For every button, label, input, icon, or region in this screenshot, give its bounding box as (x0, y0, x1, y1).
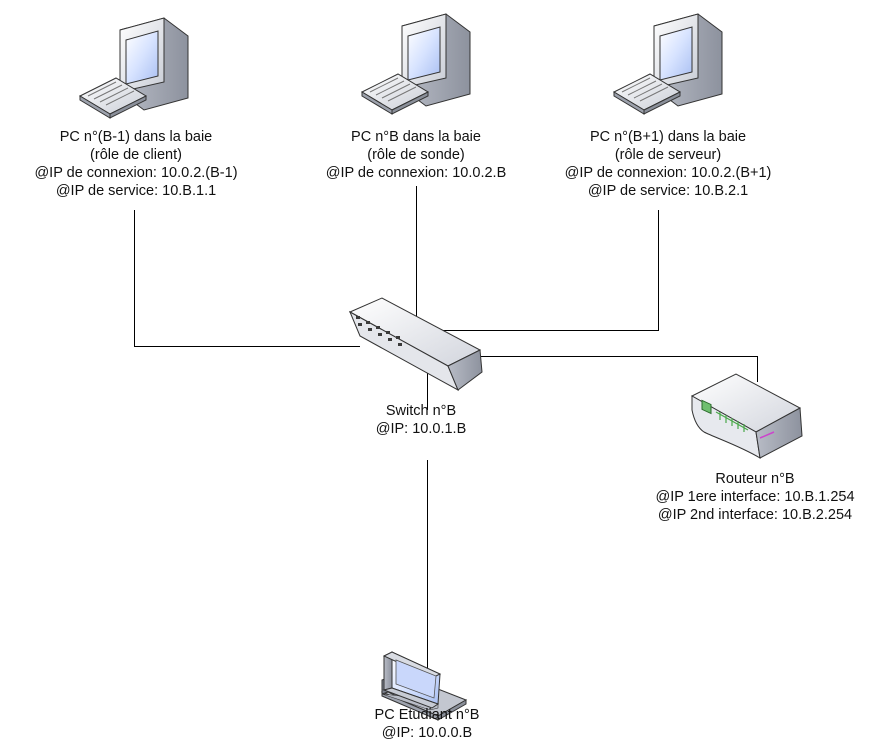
pc-student-label: PC Etudiant n°B @IP: 10.0.0.B (375, 706, 480, 742)
label-line: @IP: 10.0.1.B (375, 421, 467, 437)
pc-probe-icon (360, 13, 471, 115)
label-line: @IP 2nd interface: 10.B.2.254 (657, 507, 853, 523)
pc-server-label: PC n°(B+1) dans la baie (rôle de serveur… (565, 128, 772, 200)
link-client-switch (134, 210, 360, 347)
switch-icon (348, 297, 483, 392)
desktop-computer-icon (78, 17, 189, 119)
label-line: @IP de connexion: 10.0.2.(B-1) (34, 165, 238, 181)
label-line: PC n°(B-1) dans la baie (59, 129, 213, 145)
router-label: Routeur n°B @IP 1ere interface: 10.B.1.2… (655, 470, 854, 524)
label-line: (rôle de serveur) (614, 147, 722, 163)
pc-client-icon (78, 17, 189, 119)
desktop-computer-icon (612, 13, 723, 115)
pc-server-icon (612, 13, 723, 115)
label-line: Switch n°B (385, 403, 457, 419)
label-line: @IP 1ere interface: 10.B.1.254 (655, 489, 855, 505)
label-line: @IP: 10.0.0.B (381, 725, 473, 741)
label-line: PC n°(B+1) dans la baie (589, 129, 747, 145)
switch-label: Switch n°B @IP: 10.0.1.B (376, 402, 467, 438)
pc-student-icon (380, 651, 468, 721)
label-line: PC Etudiant n°B (374, 707, 480, 723)
link-switch-router (470, 356, 758, 382)
label-line: (rôle de client) (90, 147, 182, 163)
pc-client-label: PC n°(B-1) dans la baie (rôle de client)… (34, 128, 237, 200)
network-switch-icon (348, 297, 483, 392)
router-icon-group (690, 373, 803, 459)
connection-lines (134, 186, 758, 682)
link-server-switch (440, 210, 659, 331)
pc-probe-label: PC n°B dans la baie (rôle de sonde) @IP … (326, 128, 507, 182)
monitor-icon (380, 651, 468, 721)
label-line: @IP de connexion: 10.0.2.B (325, 165, 507, 181)
label-line: @IP de service: 10.B.1.1 (55, 183, 217, 199)
label-line: (rôle de sonde) (367, 147, 465, 163)
router-icon (690, 373, 803, 459)
label-line: Routeur n°B (715, 471, 795, 487)
label-line: @IP de connexion: 10.0.2.(B+1) (564, 165, 772, 181)
label-line: @IP de service: 10.B.2.1 (587, 183, 749, 199)
desktop-computer-icon (360, 13, 471, 115)
label-line: PC n°B dans la baie (351, 129, 481, 145)
